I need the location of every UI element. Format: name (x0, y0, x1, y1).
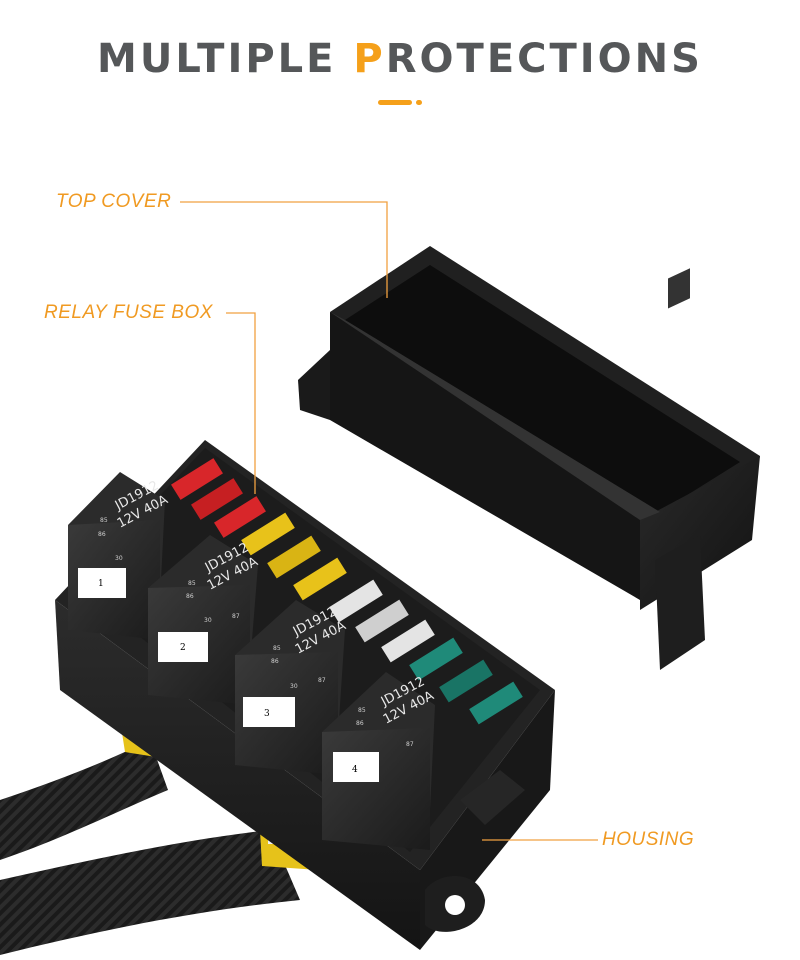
fuses-green (409, 637, 523, 725)
svg-text:86: 86 (98, 531, 106, 538)
svg-text:30: 30 (290, 683, 298, 690)
fuses-red (171, 458, 266, 538)
relay-3-number: 3 (264, 709, 270, 719)
svg-text:86: 86 (271, 658, 279, 665)
svg-text:85: 85 (273, 645, 281, 652)
svg-text:30: 30 (204, 617, 212, 624)
svg-text:85: 85 (358, 707, 366, 714)
title-underline-dot (416, 100, 422, 105)
svg-text:86: 86 (186, 593, 194, 600)
page-title: MULTIPLE PROTECTIONS (0, 36, 800, 82)
fuse-rows (171, 458, 523, 725)
svg-text:87: 87 (232, 613, 240, 620)
svg-text:30: 30 (115, 555, 123, 562)
title-text-rest: ROTECTIONS (385, 36, 703, 82)
svg-text:85: 85 (188, 580, 196, 587)
relay-pin-markings: 85 86 30 85 86 30 87 85 86 30 87 85 86 8… (98, 517, 414, 748)
relay-1-number: 1 (98, 579, 104, 589)
top-cover (298, 246, 760, 670)
svg-text:85: 85 (100, 517, 108, 524)
title-accent-letter: P (353, 36, 386, 82)
relay-1: JD1912 12V 40A 1 (68, 472, 171, 640)
title-text: MULTIPLE (97, 36, 354, 82)
fuses-clear (329, 579, 435, 663)
callout-relay-fuse-box: RELAY FUSE BOX (44, 302, 213, 323)
relay-4-number: 4 (352, 765, 358, 775)
fuses-yellow (241, 512, 347, 601)
callout-top-cover: TOP COVER (56, 191, 172, 212)
title-underline (378, 100, 412, 105)
relay-2: JD1912 12V 40A 2 (148, 535, 261, 705)
svg-text:87: 87 (318, 677, 326, 684)
callout-housing: HOUSING (602, 829, 695, 850)
relay-3: JD1912 12V 40A 3 (235, 600, 349, 775)
relay-4: JD1912 12V 40A 4 (322, 672, 437, 850)
relay-2-number: 2 (180, 643, 186, 653)
callout-leaders (180, 201, 598, 841)
svg-text:86: 86 (356, 720, 364, 727)
svg-text:87: 87 (406, 741, 414, 748)
